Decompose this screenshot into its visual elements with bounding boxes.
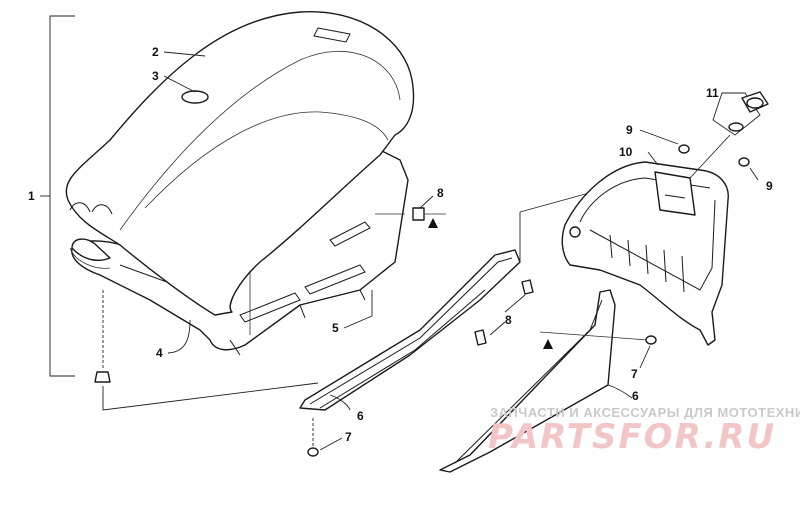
side-panel-right: 6 [439, 289, 639, 473]
callout-2: 2 [152, 45, 206, 59]
watermark-caption: ЗАПЧАСТИ И АКСЕССУАРЫ ДЛЯ МОТОТЕХНИКИ [490, 405, 800, 420]
callout-4: 4 [156, 319, 191, 360]
callout-8b-label: 8 [505, 313, 512, 327]
callout-4-label: 4 [156, 346, 163, 360]
callout-5-label: 5 [332, 321, 339, 335]
bolt-lower: 7 [307, 418, 352, 457]
direction-arrow-icon [543, 339, 553, 349]
callout-6b-label: 6 [632, 389, 639, 403]
callout-10-label: 10 [619, 145, 633, 159]
callout-6a-label: 6 [357, 409, 364, 423]
clip-middle: 8 [474, 279, 534, 346]
direction-arrow-icon [428, 218, 438, 228]
side-panel-left: 6 [299, 189, 601, 423]
storage-cap: 11 [689, 86, 769, 179]
callout-1-label: 1 [28, 189, 35, 203]
callout-11-label: 11 [706, 86, 719, 100]
callout-5: 5 [332, 290, 373, 335]
watermark-logo: PARTSFOR.RU [488, 417, 776, 457]
callout-9a-label: 9 [626, 123, 633, 137]
callout-1: 1 [28, 189, 35, 203]
callout-7a-label: 7 [345, 430, 352, 444]
seat-cushion [65, 11, 415, 316]
bolt-right: 7 [539, 331, 657, 381]
assembly-bracket [40, 15, 75, 377]
callout-9b-label: 9 [766, 179, 773, 193]
callout-3: 3 [152, 69, 196, 93]
mount-point [94, 290, 319, 411]
clip-fastener: 8 [375, 186, 446, 228]
callout-3-label: 3 [152, 69, 159, 83]
callout-7b-label: 7 [631, 367, 638, 381]
bolt-rear: 9 9 [626, 123, 773, 193]
callout-8a-label: 8 [437, 186, 444, 200]
rear-tray: 10 [561, 145, 729, 346]
watermark: ЗАПЧАСТИ И АКСЕССУАРЫ ДЛЯ МОТОТЕХНИКИ PA… [488, 405, 800, 457]
callout-2-label: 2 [152, 45, 159, 59]
